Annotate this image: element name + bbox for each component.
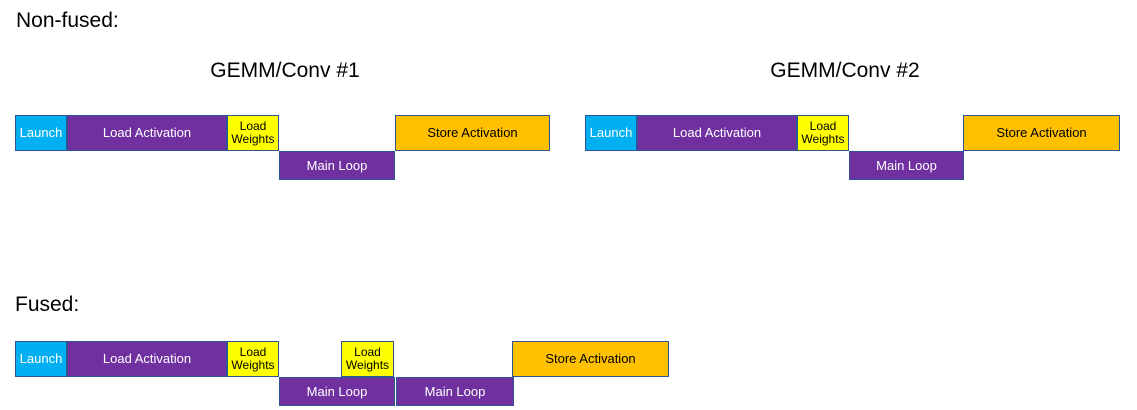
block-label: Load Activation [102, 125, 192, 141]
block-label: Main Loop [424, 383, 486, 399]
timeline-title-gemm-conv-2: GEMM/Conv #2 [770, 59, 920, 82]
block-label: Load Activation [672, 125, 762, 141]
block-load-weights: Load Weights [797, 115, 849, 151]
block-load-weights: Load Weights [227, 115, 279, 151]
block-load-activation: Load Activation [637, 115, 797, 151]
block-label: Load Weights [231, 345, 275, 372]
block-main-loop: Main Loop [279, 151, 395, 180]
block-launch: Launch [15, 341, 67, 377]
timeline-title-gemm-conv-1: GEMM/Conv #1 [210, 59, 360, 82]
block-main-loop: Main Loop [396, 377, 514, 406]
block-label: Main Loop [306, 383, 368, 399]
block-load-activation: Load Activation [67, 115, 227, 151]
block-label: Load Weights [345, 345, 390, 372]
section-label-non-fused: Non-fused: [16, 9, 119, 32]
section-label-fused: Fused: [15, 293, 80, 316]
block-load-weights: Load Weights [227, 341, 279, 377]
block-label: Main Loop [876, 157, 937, 173]
block-load-activation: Load Activation [67, 341, 227, 377]
block-label: Launch [589, 125, 633, 141]
block-store-activation: Store Activation [963, 115, 1120, 151]
block-main-loop: Main Loop [849, 151, 964, 180]
block-main-loop: Main Loop [279, 377, 395, 406]
block-store-activation: Store Activation [395, 115, 550, 151]
block-label: Launch [19, 125, 63, 141]
block-label: Load Activation [102, 351, 192, 367]
block-load-weights: Load Weights [341, 341, 394, 377]
block-label: Launch [19, 351, 63, 367]
block-label: Load Weights [801, 119, 845, 146]
block-launch: Launch [585, 115, 637, 151]
block-store-activation: Store Activation [512, 341, 669, 377]
block-label: Main Loop [306, 157, 368, 173]
block-label: Store Activation [545, 351, 636, 367]
block-label: Store Activation [427, 125, 518, 141]
block-launch: Launch [15, 115, 67, 151]
block-label: Store Activation [996, 125, 1087, 141]
block-label: Load Weights [231, 119, 275, 146]
